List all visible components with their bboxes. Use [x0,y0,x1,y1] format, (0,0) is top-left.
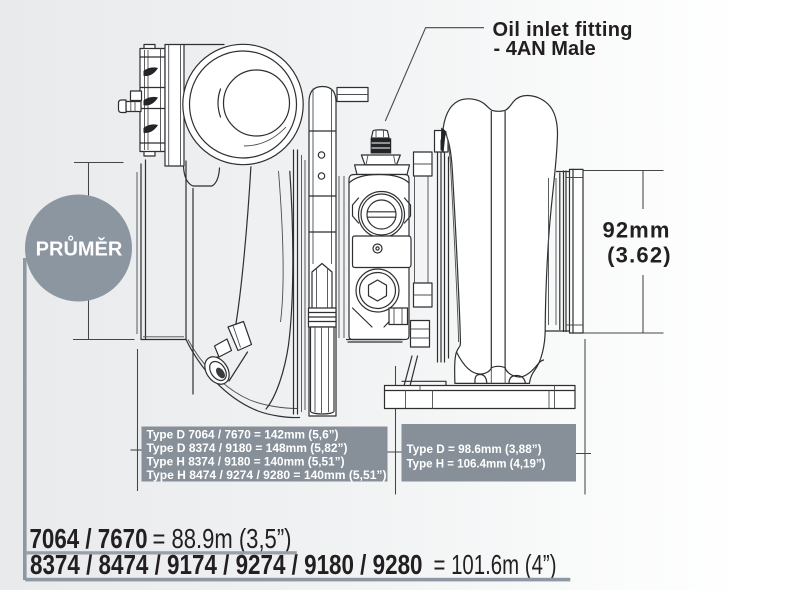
svg-text:7064 / 7670: 7064 / 7670 [30,523,148,554]
svg-text:PRŮMĚR: PRŮMĚR [36,235,123,261]
svg-text:- 4AN Male: - 4AN Male [494,38,596,60]
svg-text:Type D = 98.6mm (3,88”): Type D = 98.6mm (3,88”) [407,444,542,456]
svg-text:Type H 8474 / 9274 / 9280 = 14: Type H 8474 / 9274 / 9280 = 140mm (5,51”… [147,470,387,482]
svg-text:= 101.6m (4”): = 101.6m (4”) [434,549,557,580]
svg-text:Oil inlet fitting: Oil inlet fitting [493,19,633,41]
svg-text:= 88.9m (3,5”): = 88.9m (3,5”) [153,523,292,554]
svg-text:Type H = 106.4mm (4,19”): Type H = 106.4mm (4,19”) [407,459,546,471]
svg-text:(3.62): (3.62) [607,243,672,268]
svg-text:Type D 8374 / 9180 = 148mm (5,: Type D 8374 / 9180 = 148mm (5,82”) [147,443,348,455]
svg-text:Type D 7064 / 7670 = 142mm (5,: Type D 7064 / 7670 = 142mm (5,6”) [147,429,339,441]
svg-text:92mm: 92mm [603,217,671,242]
svg-text:Type H 8374 / 9180 = 140mm (5,: Type H 8374 / 9180 = 140mm (5,51”) [147,456,345,468]
